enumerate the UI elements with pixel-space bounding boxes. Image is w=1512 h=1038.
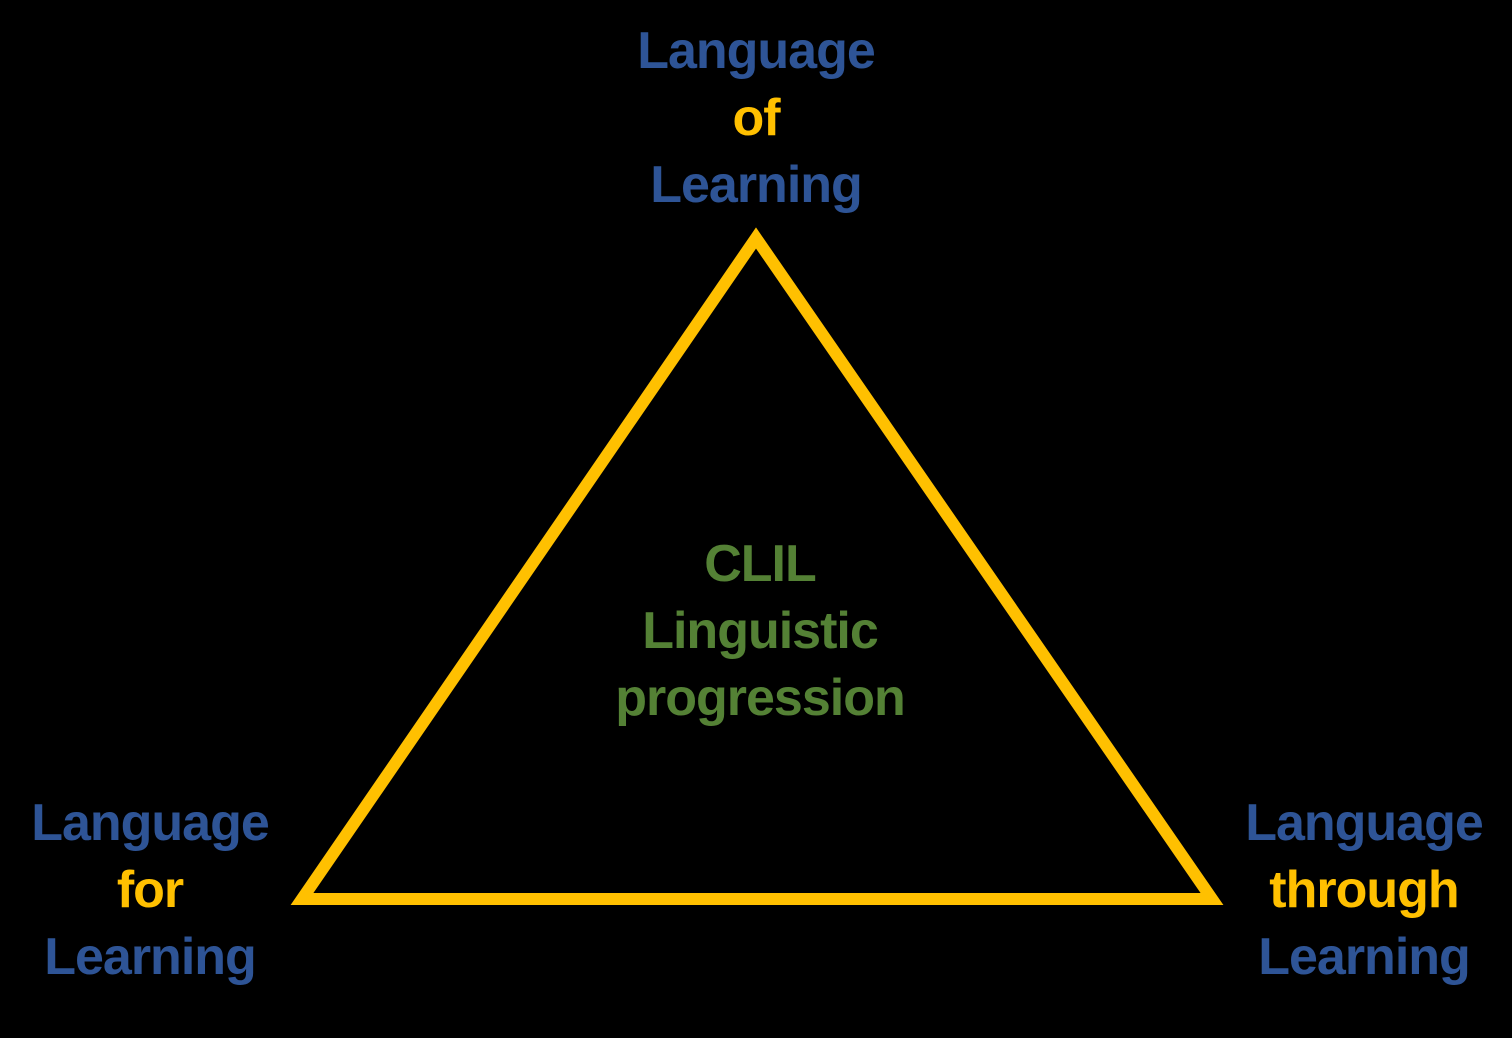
label-line: progression [615, 669, 905, 727]
label-line: through [1269, 861, 1459, 919]
label-language-of-learning: Language of Learning [637, 18, 876, 219]
label-line: Language [1245, 794, 1484, 852]
label-line: for [116, 861, 184, 919]
label-language-through-learning: Language through Learning [1245, 790, 1484, 991]
label-line: Language [637, 22, 876, 80]
label-language-for-learning: Language for Learning [31, 790, 270, 991]
label-line: Learning [44, 928, 257, 986]
label-line: Language [31, 794, 270, 852]
label-line: Linguistic [642, 602, 879, 660]
label-clil-linguistic-progression: CLIL Linguistic progression [615, 531, 905, 732]
label-line: CLIL [704, 535, 817, 593]
label-line: Learning [650, 156, 863, 214]
label-line: Learning [1258, 928, 1471, 986]
triangle-path [290, 227, 1224, 905]
label-line: of [732, 89, 780, 147]
